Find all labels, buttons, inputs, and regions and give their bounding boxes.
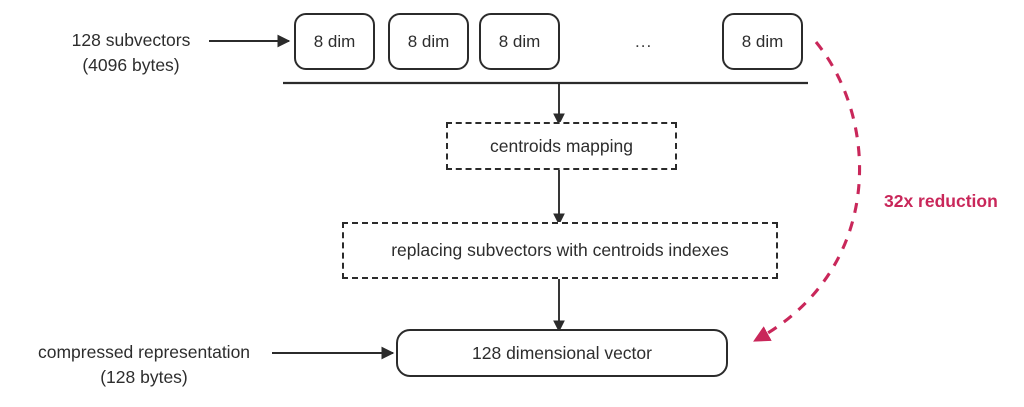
subvector-box-2-label: 8 dim: [407, 31, 450, 51]
input-label-line-2: (4096 bytes): [82, 55, 180, 75]
subvector-box-3-label: 8 dim: [498, 31, 541, 51]
subvector-box-3[interactable]: 8 dim: [479, 13, 560, 70]
result-vector-box[interactable]: 128 dimensional vector: [396, 329, 728, 377]
subvector-box-2[interactable]: 8 dim: [388, 13, 469, 70]
subvector-box-4[interactable]: 8 dim: [722, 13, 803, 70]
output-label: compressed representation (128 bytes): [18, 340, 270, 390]
stage-centroids-mapping[interactable]: centroids mapping: [446, 122, 677, 170]
reduction-note: 32x reduction: [884, 191, 998, 211]
subvector-ellipsis: ...: [635, 32, 653, 51]
subvector-box-1-label: 8 dim: [313, 31, 356, 51]
input-label: 128 subvectors (4096 bytes): [52, 28, 210, 78]
stage-replacing-subvectors[interactable]: replacing subvectors with centroids inde…: [342, 222, 778, 279]
input-label-line-1: 128 subvectors: [71, 30, 191, 50]
stage-replacing-subvectors-label: replacing subvectors with centroids inde…: [391, 240, 729, 260]
output-label-line-1: compressed representation: [37, 342, 251, 362]
output-label-line-2: (128 bytes): [100, 367, 188, 387]
curved-dashed-arrow-icon: [753, 41, 861, 342]
result-vector-label: 128 dimensional vector: [472, 342, 652, 363]
subvector-box-1[interactable]: 8 dim: [294, 13, 375, 70]
subvector-box-4-label: 8 dim: [741, 31, 784, 51]
stage-centroids-mapping-label: centroids mapping: [490, 135, 633, 156]
